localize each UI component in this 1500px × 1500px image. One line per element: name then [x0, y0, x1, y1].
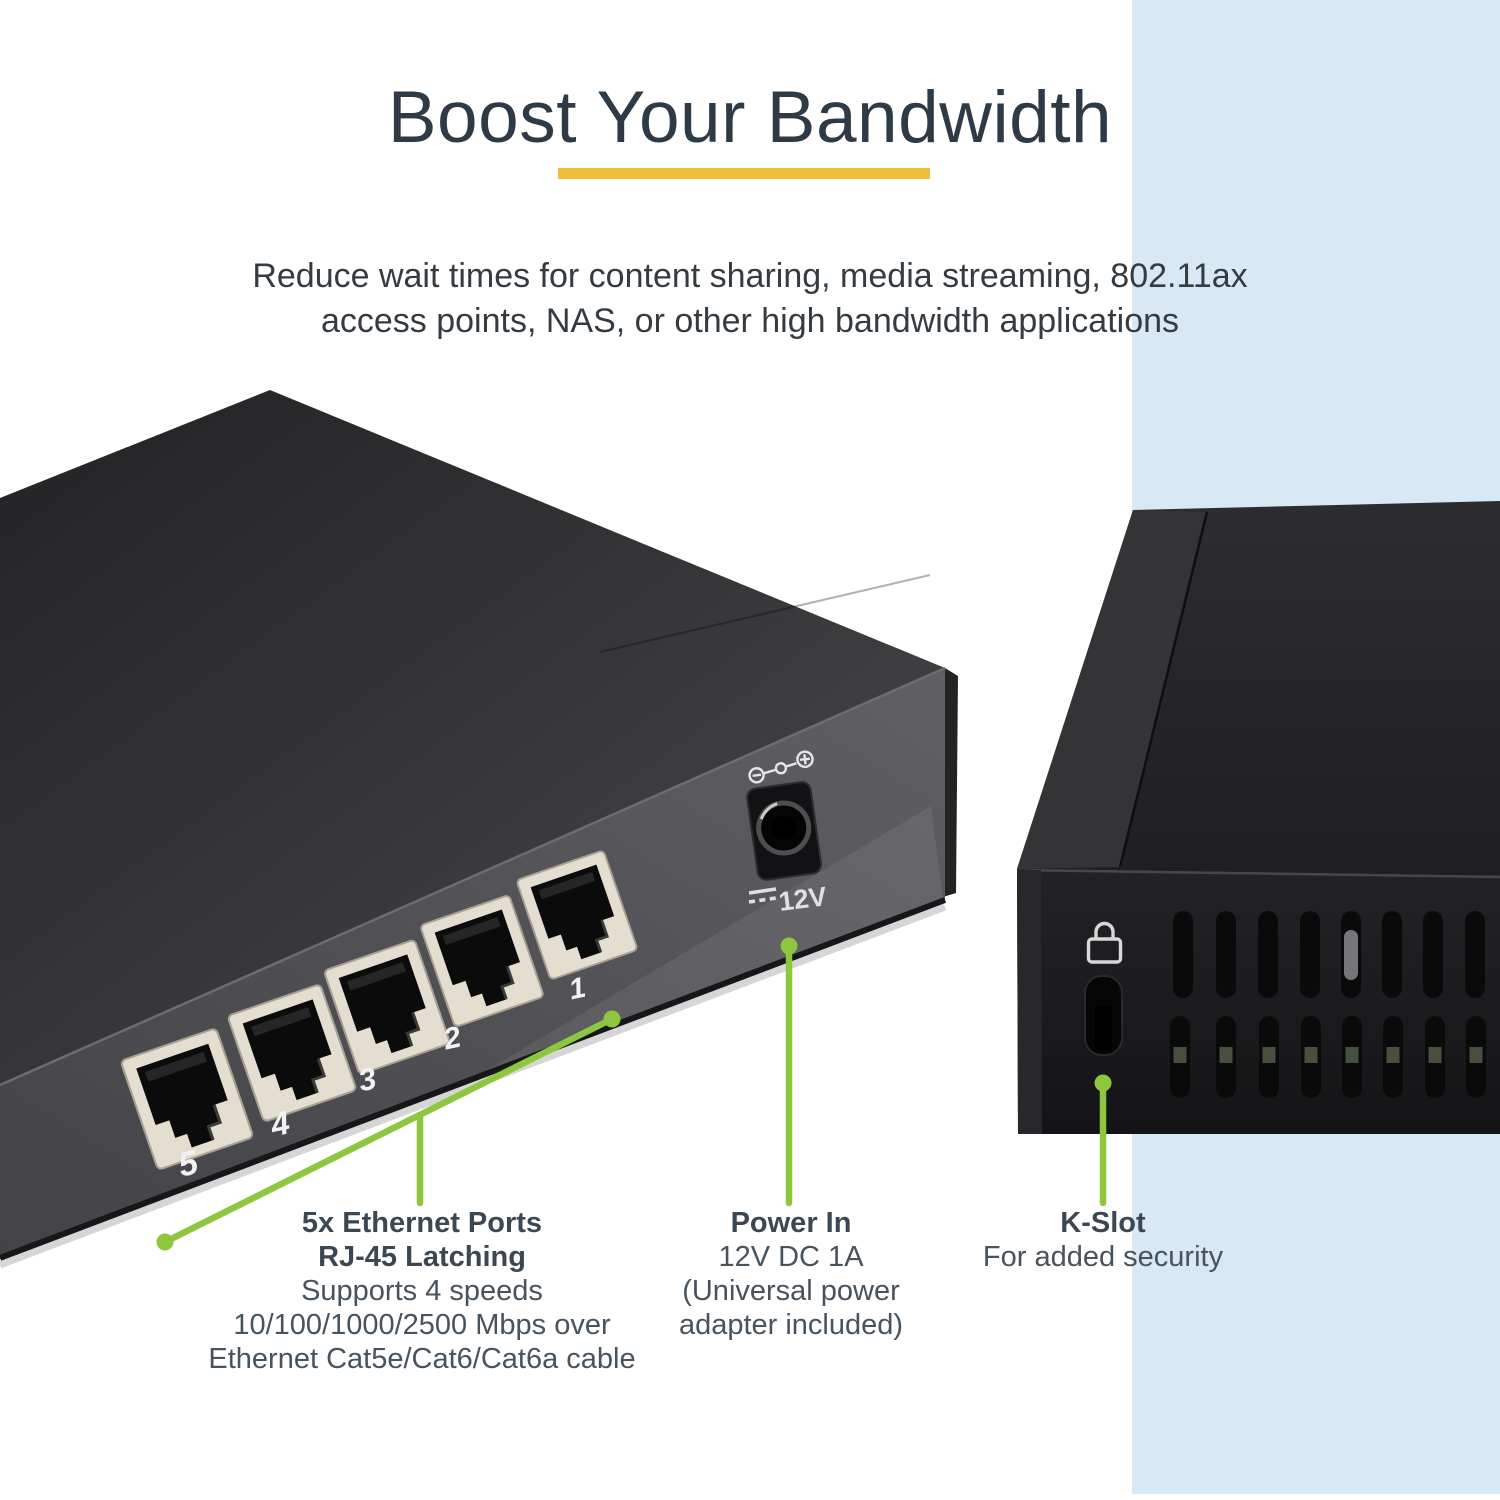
switch-photo-rear — [1016, 501, 1500, 1134]
ports-caption-detail-3: Ethernet Cat5e/Cat6/Cat6a cable — [208, 1343, 636, 1375]
switch-top-fold-highlight — [0, 666, 946, 1087]
ports-caption: 5x Ethernet Ports RJ-45 Latching Support… — [208, 1206, 635, 1376]
title-underline — [558, 168, 930, 179]
switch-right-side — [943, 668, 958, 897]
vent-grid-bottom-row — [1170, 1016, 1486, 1098]
vent-cable-glimpse — [1344, 930, 1358, 980]
ports-caption-heading-2: RJ-45 Latching — [318, 1241, 526, 1273]
rear-top-seam — [1118, 511, 1209, 868]
lock-icon — [1086, 921, 1123, 964]
power-input: 12V — [746, 750, 828, 917]
power-caption-detail-1: 12V DC 1A — [718, 1241, 864, 1273]
power-caption-detail-2: (Universal power — [682, 1275, 900, 1307]
power-port-label: 12V — [777, 881, 828, 917]
subtitle: Reduce wait times for content sharing, m… — [252, 254, 1247, 344]
dc-voltage-symbol — [748, 887, 777, 904]
kslot-caption-detail-1: For added security — [982, 1241, 1224, 1273]
switch-photo-front: 5 4 3 2 1 — [0, 390, 958, 1269]
switch-top-seam — [599, 574, 931, 653]
power-callout-line — [780, 937, 798, 1207]
kslot-caption: K-Slot For added security — [983, 1206, 1223, 1274]
rear-face — [1017, 869, 1500, 1134]
power-caption: Power In 12V DC 1A (Universal power adap… — [679, 1206, 903, 1342]
port-number-1: 1 — [566, 972, 588, 1007]
ports-caption-detail-1: Supports 4 speeds — [301, 1275, 543, 1307]
callout-lines — [156, 937, 1112, 1251]
k-slot — [1084, 975, 1123, 1056]
switch-front-lower-bevel — [445, 806, 943, 1095]
subtitle-line-2: access points, NAS, or other high bandwi… — [320, 302, 1180, 340]
subtitle-line-1: Reduce wait times for content sharing, m… — [252, 257, 1248, 295]
dc-power-jack — [746, 781, 823, 881]
ports-callout-line — [156, 1010, 621, 1251]
power-caption-detail-3: adapter included) — [678, 1309, 904, 1341]
rear-top-edge-highlight — [1016, 868, 1500, 879]
ports-caption-heading-1: 5x Ethernet Ports — [301, 1207, 543, 1239]
polarity-icon — [748, 750, 814, 784]
power-caption-heading: Power In — [730, 1207, 852, 1239]
ports-caption-detail-2: 10/100/1000/2500 Mbps over — [233, 1309, 611, 1341]
rear-left-edge — [1017, 869, 1042, 1134]
switch-top-face — [0, 390, 945, 1085]
kslot-callout-line — [1094, 1074, 1112, 1207]
kslot-caption-heading: K-Slot — [1060, 1207, 1146, 1239]
page-title: Boost Your Bandwidth — [387, 77, 1113, 158]
rear-top-left-panel — [1017, 510, 1207, 869]
